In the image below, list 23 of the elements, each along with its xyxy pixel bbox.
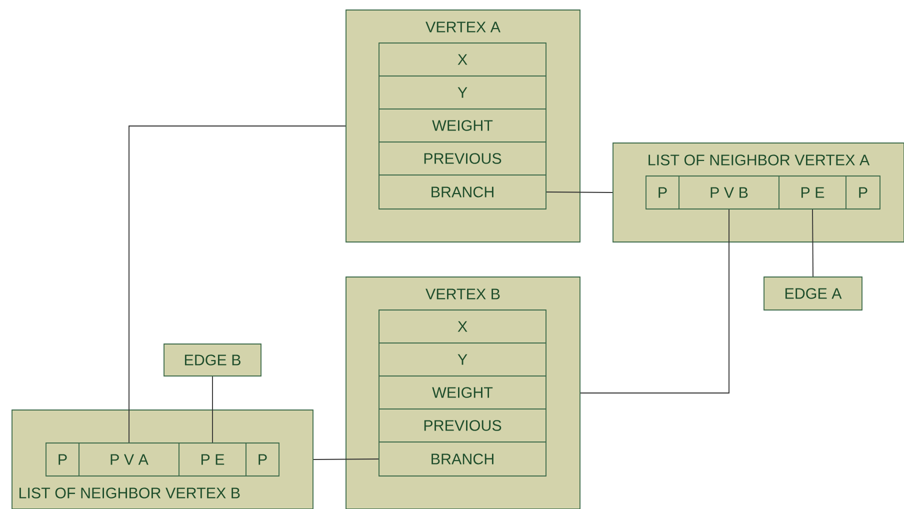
- field-cell: P: [646, 176, 680, 210]
- field-cell: Y: [378, 76, 546, 110]
- field-cell: P E: [778, 176, 846, 210]
- field-cell: WEIGHT: [378, 376, 546, 410]
- field-cell: WEIGHT: [378, 108, 546, 142]
- connector-line: [580, 209, 730, 394]
- field-cell: PREVIOUS: [378, 408, 546, 442]
- field-cell: X: [378, 310, 546, 344]
- field-cell: Y: [378, 342, 546, 376]
- connector-line: [128, 126, 346, 443]
- field-cell: BRANCH: [378, 174, 546, 210]
- label-box: EDGE B: [164, 344, 262, 376]
- field-cell: P: [46, 442, 80, 476]
- field-cell: X: [378, 42, 546, 76]
- field-cell: BRANCH: [378, 442, 546, 476]
- connector-line: [546, 192, 613, 193]
- field-cell: P: [846, 176, 880, 210]
- connector-line: [212, 376, 213, 443]
- connector-line: [812, 209, 814, 277]
- field-cell: PREVIOUS: [378, 142, 546, 176]
- label-box: EDGE A: [764, 276, 862, 310]
- connector-line: [313, 458, 379, 460]
- field-cell: P: [246, 442, 280, 476]
